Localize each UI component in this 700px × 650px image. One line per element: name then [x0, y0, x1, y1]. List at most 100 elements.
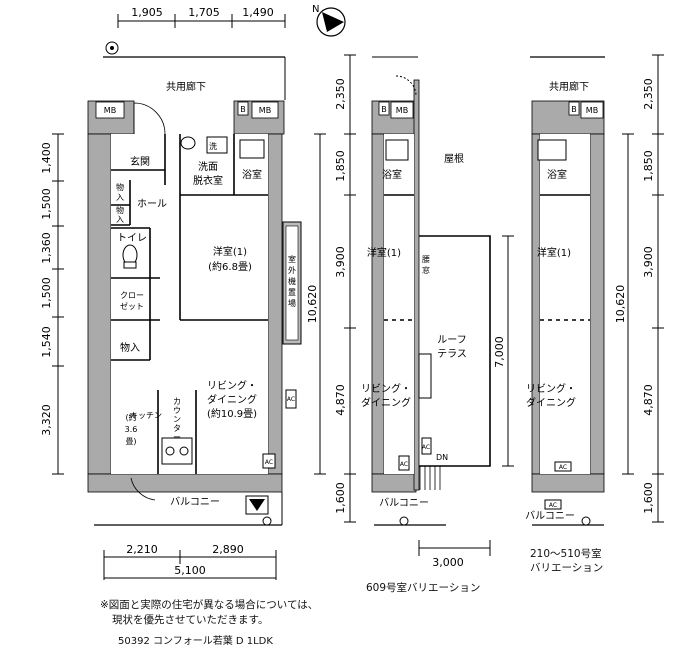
svg-text:N: N [312, 4, 319, 15]
var210-ac-label-2: AC [549, 502, 557, 509]
closet-label-2: ゼット [120, 301, 144, 311]
living-label-1: リビング・ [207, 379, 257, 392]
right-dim-5: 1,600 [334, 482, 347, 514]
var609-window-label-1: 腰 [422, 255, 430, 264]
var609-mb-label: MB [396, 106, 408, 115]
wash-room-label-1: 洗面 [198, 161, 218, 173]
storage3-label: 物入 [120, 341, 140, 354]
bottom-dim-2: 2,890 [212, 543, 244, 556]
var609-bath-label: 浴室 [382, 168, 402, 181]
disclaimer-line-1: ※図面と実際の住宅が異なる場合については、 [100, 599, 319, 611]
var210-bath-label: 浴室 [547, 168, 567, 181]
svg-text:ン: ン [173, 415, 181, 424]
bottom-total: 5,100 [174, 564, 206, 577]
var210-mb-label: MB [586, 106, 598, 115]
mb-label-2: MB [259, 106, 271, 115]
bottom-dimension-line [103, 550, 277, 580]
var210-ac-label: AC [559, 464, 567, 471]
left-dim-1: 1,400 [40, 142, 53, 174]
b-label: B [240, 105, 246, 114]
top-dimension-line [117, 14, 286, 28]
mb-box [95, 101, 125, 119]
corridor-label: 共用廊下 [166, 80, 206, 93]
var210-caption-1: 210～510号室 [530, 548, 602, 560]
outdoor-storage-label: 室 外 機 置 場 [288, 254, 296, 308]
disclaimer-line-2: 現状を優先させていただきます。 [112, 614, 269, 626]
ac-label-2: AC [265, 459, 273, 466]
var609-b-label: B [381, 105, 387, 114]
far-right-dim-5: 1,600 [642, 482, 655, 514]
far-right-dim-2: 1,850 [642, 150, 655, 182]
terrace-width-dim: 3,000 [432, 556, 464, 569]
right-dim-4: 4,870 [334, 384, 347, 416]
footer-text: 50392 コンフォール若葉 D 1LDK [118, 636, 273, 647]
living-label-2: ダイニング [207, 393, 257, 406]
top-dim-2: 1,705 [188, 6, 220, 19]
right-dim-1: 2,350 [334, 78, 347, 110]
var609-living-label-2: ダイニング [361, 396, 411, 409]
hall-label: ホール [137, 198, 167, 210]
balcony-label: バルコニー [170, 496, 220, 508]
living-label-3: (約10.9畳) [207, 407, 257, 420]
bottom-dim-1: 2,210 [126, 543, 158, 556]
var609-window-label-2: 窓 [422, 265, 430, 275]
left-dim-2: 1,500 [40, 188, 53, 220]
evacuation-hatch-icon [249, 499, 265, 511]
var609-roof-label: 屋根 [444, 152, 464, 165]
var210-b-label: B [571, 105, 577, 114]
var609-bedroom-label: 洋室(1) [367, 246, 401, 259]
kitchen-label: キッチン (約 3.6 畳) [125, 411, 162, 446]
toilet-label: トイレ [117, 233, 147, 244]
terrace-dimension-line [418, 235, 514, 556]
svg-text:(約: (約 [125, 412, 136, 422]
var609-ac-label: AC [422, 444, 430, 451]
left-dim-4: 1,500 [40, 277, 53, 309]
storage2-label-2: 入 [116, 215, 124, 224]
drain-icon-2 [262, 516, 272, 526]
entrance-door-icon [133, 102, 166, 135]
ac-label: AC [287, 396, 295, 403]
var609-terrace-label-1: ルーフ [437, 335, 466, 346]
terrace-dim: 7,000 [493, 336, 506, 368]
left-dim-6: 3,320 [40, 404, 53, 436]
entrance-label: 玄関 [130, 155, 150, 168]
far-right-total-dim: 10,620 [614, 285, 627, 324]
interior-walls [111, 134, 268, 474]
left-dim-3: 1,360 [40, 232, 53, 264]
var609-caption: 609号室バリエーション [366, 582, 481, 594]
svg-text:ー: ー [173, 433, 181, 442]
var210-living-label-2: ダイニング [526, 396, 576, 409]
right-dim-2: 1,850 [334, 150, 347, 182]
stairs-icon [419, 466, 441, 490]
top-dim-1: 1,905 [131, 6, 163, 19]
wash-room-label-2: 脱衣室 [193, 174, 223, 187]
top-dim-3: 1,490 [242, 6, 274, 19]
storage1-label-1: 物 [116, 182, 124, 192]
bath-label: 浴室 [242, 168, 262, 181]
left-dim-5: 1,540 [40, 326, 53, 358]
var609-planter [418, 353, 432, 399]
left-dimension-line [52, 133, 64, 475]
svg-text:ウ: ウ [173, 406, 181, 415]
var609-living-label-1: リビング・ [361, 382, 411, 395]
main-right-dimension-line [314, 54, 356, 523]
svg-text:置: 置 [288, 288, 296, 297]
svg-text:カ: カ [173, 397, 181, 406]
variation-210-interior [540, 194, 590, 321]
bathtub-icon [239, 139, 265, 159]
svg-text:室: 室 [288, 254, 296, 264]
ac-unit-box [285, 389, 297, 409]
var210-living-label-1: リビング・ [526, 382, 576, 395]
far-right-dim-3: 3,900 [642, 246, 655, 278]
svg-text:機: 機 [288, 276, 296, 286]
var210-corridor-label: 共用廊下 [549, 80, 589, 93]
var609-ac-label-2: AC [400, 461, 408, 468]
washbasin-icon [180, 136, 196, 150]
svg-text:3.6: 3.6 [125, 425, 138, 434]
storage1-label-2: 入 [116, 193, 124, 202]
svg-text:場: 場 [288, 298, 296, 308]
ac-unit-box-2 [262, 453, 276, 469]
var210-balcony-label: バルコニー [525, 510, 575, 522]
svg-text:キッチン: キッチン [130, 411, 162, 420]
